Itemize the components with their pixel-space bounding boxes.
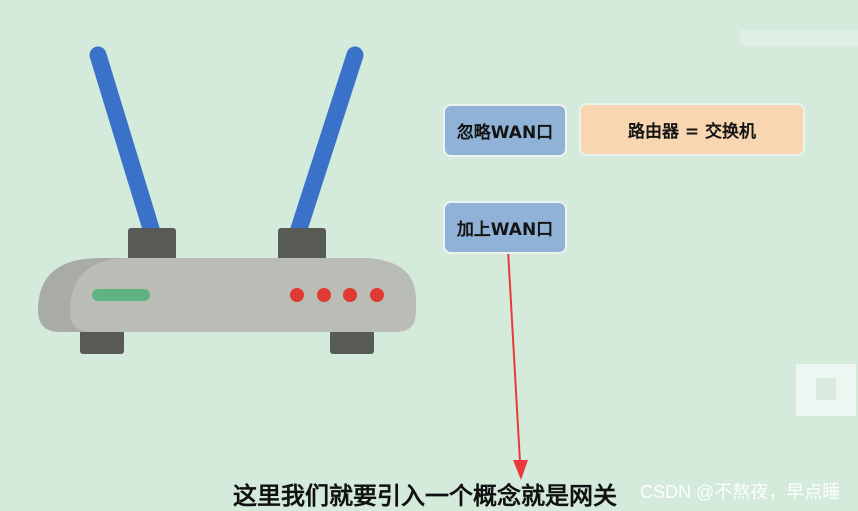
blurred-watermark-top (740, 30, 858, 46)
led-icon (343, 288, 357, 302)
ignore-wan-label: 忽略WAN口 (456, 123, 554, 143)
csdn-watermark: CSDN @不熬夜，早点睡 (640, 482, 841, 502)
add-wan-box: 加上WAN口 (443, 201, 567, 254)
router-equals-switch-label: 路由器 = 交换机 (627, 122, 757, 142)
antenna-base-right (278, 228, 326, 260)
router-foot-right (330, 330, 374, 354)
status-bar-icon (92, 289, 150, 301)
antenna-base-left (128, 228, 176, 260)
subtitle-caption: 这里我们就要引入一个概念就是网关 (233, 482, 617, 510)
led-icon (290, 288, 304, 302)
led-icon (370, 288, 384, 302)
router-equals-switch-box: 路由器 = 交换机 (579, 103, 805, 156)
left-antenna-icon (89, 46, 161, 241)
router-foot-left (80, 330, 124, 354)
red-arrow-icon (507, 249, 528, 480)
add-wan-label: 加上WAN口 (456, 220, 554, 240)
router-body (70, 258, 416, 332)
blurred-logo-icon (788, 356, 858, 420)
right-antenna-icon (289, 46, 364, 241)
ignore-wan-box: 忽略WAN口 (443, 104, 567, 157)
led-icon (317, 288, 331, 302)
